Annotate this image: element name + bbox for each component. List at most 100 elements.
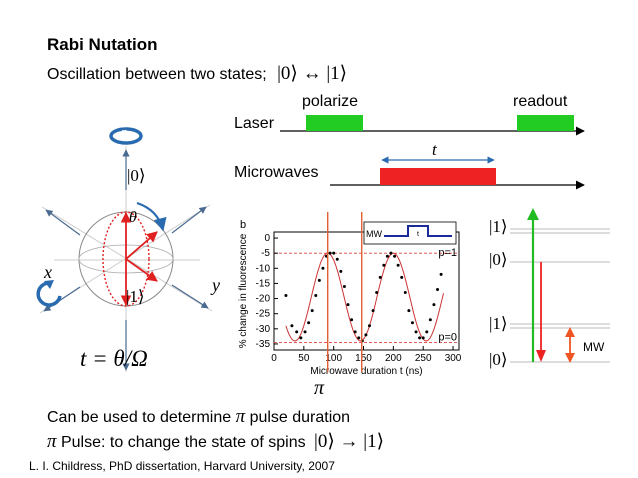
data-point bbox=[364, 333, 368, 337]
level-ket1-top: |1⟩ bbox=[489, 217, 508, 236]
inset-mw-label: MW bbox=[366, 229, 382, 239]
y-axis-label: % change in fluorescence bbox=[238, 233, 249, 348]
data-point bbox=[421, 336, 425, 340]
bottom-line-1-post: pulse duration bbox=[249, 409, 351, 426]
data-point bbox=[317, 278, 321, 282]
p0-annotation: p=0 bbox=[438, 331, 457, 343]
ket1-label: |1⟩ bbox=[126, 287, 145, 306]
bottom-line-1-pi: π bbox=[235, 406, 246, 427]
x-tick-label: 150 bbox=[355, 353, 372, 364]
y-tick-label: -25 bbox=[256, 309, 271, 320]
microwaves-label: Microwaves bbox=[234, 164, 319, 181]
x-axis-label: Microwave duration t (ns) bbox=[310, 366, 422, 377]
data-point bbox=[414, 330, 418, 334]
data-point bbox=[307, 321, 311, 325]
bottom-line-2-pi: π bbox=[47, 431, 57, 452]
y-tick-label: -35 bbox=[256, 339, 271, 350]
polarize-label: polarize bbox=[302, 93, 359, 110]
data-point bbox=[389, 251, 393, 255]
microwave-pulse bbox=[380, 168, 496, 185]
ket0-label: |0⟩ bbox=[127, 166, 146, 185]
bottom-line-1: Can be used to determine π pulse duratio… bbox=[47, 406, 350, 428]
panel-label: b bbox=[240, 219, 246, 231]
p1-annotation: p=1 bbox=[438, 247, 457, 259]
x-tick-label: 300 bbox=[445, 353, 462, 364]
data-point bbox=[436, 287, 440, 291]
data-point bbox=[382, 263, 386, 267]
bottom-line-2-text: Pulse: to change the state of spins bbox=[60, 434, 306, 451]
data-point bbox=[432, 303, 436, 307]
level-ket0-bottom: |0⟩ bbox=[489, 350, 508, 369]
data-point bbox=[393, 254, 397, 258]
subtitle-math: |0⟩ ↔ |1⟩ bbox=[277, 63, 348, 84]
bottom-line-2-math: |0⟩ → |1⟩ bbox=[314, 431, 384, 452]
x-tick-label: 250 bbox=[415, 353, 432, 364]
data-point bbox=[375, 291, 379, 295]
x-axis-label: x bbox=[44, 262, 52, 282]
data-point bbox=[339, 269, 343, 273]
energy-level-diagram bbox=[510, 208, 610, 363]
y-tick-label: -10 bbox=[256, 263, 271, 274]
citation: L. I. Childress, PhD dissertation, Harva… bbox=[29, 459, 335, 473]
data-point bbox=[328, 251, 332, 255]
data-point bbox=[290, 324, 294, 328]
data-point bbox=[428, 318, 432, 322]
laser-label: Laser bbox=[234, 115, 275, 132]
z-rotation-icon bbox=[109, 127, 143, 145]
pi-marker-label: π bbox=[314, 377, 325, 399]
data-point bbox=[350, 318, 354, 322]
bottom-line-1-pre: Can be used to determine bbox=[47, 409, 232, 426]
data-point bbox=[403, 291, 407, 295]
y-tick-label: -5 bbox=[261, 248, 270, 259]
y-tick-label: -20 bbox=[256, 294, 271, 305]
data-point bbox=[295, 330, 299, 334]
data-point bbox=[346, 303, 350, 307]
subtitle: Oscillation between two states; |0⟩ ↔ |1… bbox=[47, 62, 347, 85]
data-point bbox=[425, 330, 429, 334]
data-point bbox=[396, 263, 400, 267]
data-point bbox=[439, 272, 443, 276]
page-title: Rabi Nutation bbox=[47, 35, 158, 54]
data-point bbox=[299, 336, 303, 340]
level-ket1-bottom: |1⟩ bbox=[489, 314, 508, 333]
theta-label: θ bbox=[129, 209, 137, 226]
data-point bbox=[335, 257, 339, 261]
data-point bbox=[314, 294, 318, 298]
x-rotation-icon bbox=[36, 280, 62, 307]
data-point bbox=[400, 275, 404, 279]
data-point bbox=[407, 309, 411, 313]
data-point bbox=[357, 336, 361, 340]
duration-t-label: t bbox=[432, 140, 437, 159]
data-point bbox=[367, 324, 371, 328]
data-point bbox=[303, 330, 307, 334]
readout-label: readout bbox=[513, 93, 568, 110]
bottom-line-2: π Pulse: to change the state of spins |0… bbox=[47, 430, 384, 453]
data-point bbox=[342, 284, 346, 288]
data-point bbox=[378, 275, 382, 279]
inset-pulse-trace bbox=[384, 225, 452, 237]
data-point bbox=[353, 330, 357, 334]
inset-t-label: t bbox=[417, 231, 419, 238]
y-tick-label: -15 bbox=[256, 278, 271, 289]
data-point bbox=[310, 309, 314, 313]
readout-pulse bbox=[517, 115, 574, 131]
y-tick-label: 0 bbox=[264, 233, 270, 244]
mw-transition-label: MW bbox=[583, 340, 605, 354]
bloch-sphere bbox=[39, 146, 213, 372]
polarize-pulse bbox=[306, 115, 363, 131]
subtitle-text: Oscillation between two states; bbox=[47, 66, 267, 83]
x-tick-label: 0 bbox=[271, 353, 277, 364]
rabi-formula: t = θ/Ω bbox=[80, 346, 148, 371]
x-tick-label: 200 bbox=[385, 353, 402, 364]
data-point bbox=[332, 251, 336, 255]
inset-box bbox=[363, 221, 457, 245]
data-point bbox=[371, 309, 375, 313]
z-axis-label: z bbox=[121, 125, 127, 141]
data-point bbox=[418, 336, 422, 340]
x-tick-label: 100 bbox=[325, 353, 342, 364]
data-point bbox=[385, 254, 389, 258]
y-axis-label: y bbox=[212, 275, 220, 295]
data-point bbox=[321, 266, 325, 270]
